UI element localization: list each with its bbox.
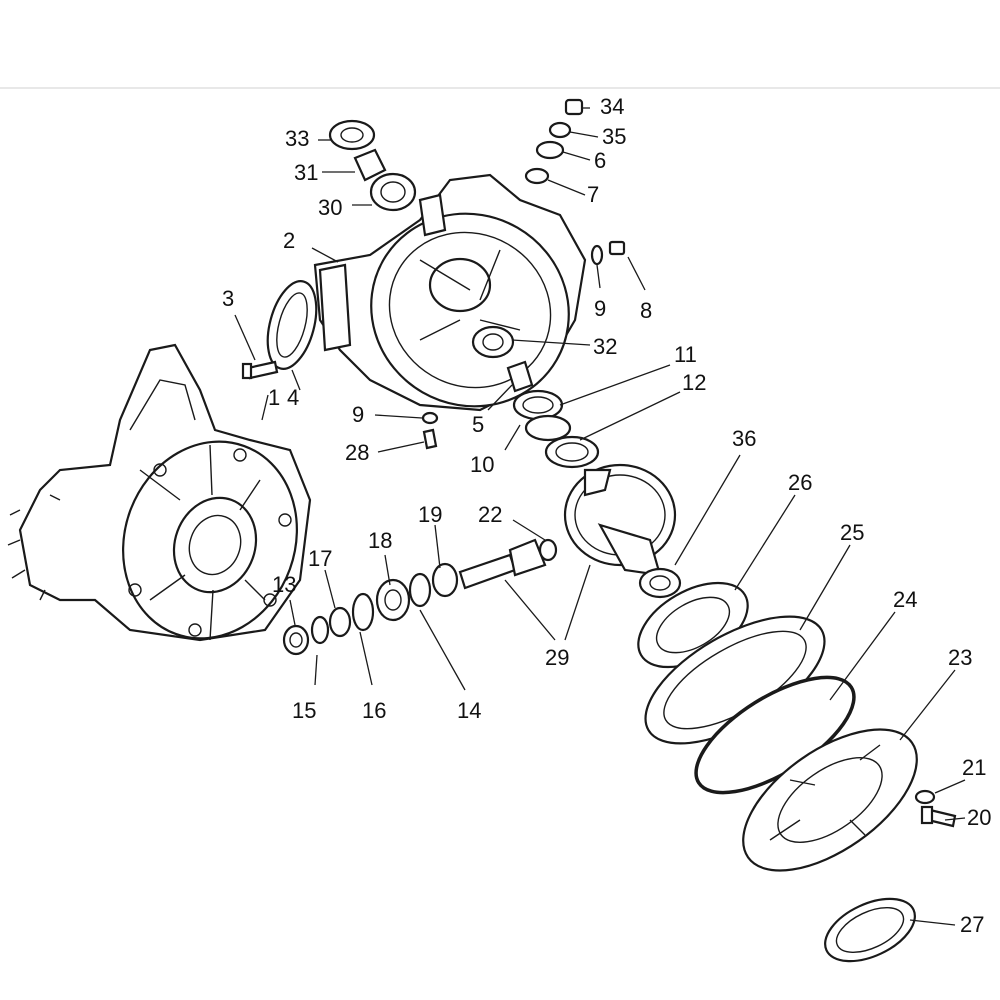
bearing-32 [471,325,534,393]
label-35: 35 [602,124,626,149]
label-9b: 9 [352,402,364,427]
label-32: 32 [593,334,617,359]
bolt-20 [914,789,957,828]
label-33: 33 [285,126,309,151]
washer-9-lower [421,411,439,450]
label-25: 25 [840,520,864,545]
breather-stack [524,98,584,185]
label-6: 6 [594,148,606,173]
bolt-3 [241,360,279,380]
label-34: 34 [600,94,624,119]
bolt-8 [590,240,626,266]
label-7: 7 [587,182,599,207]
leader-lines [234,107,966,926]
label-8: 8 [640,298,652,323]
label-23: 23 [948,645,972,670]
label-27: 27 [960,912,984,937]
label-11: 11 [674,342,697,367]
label-3: 3 [222,286,234,311]
label-24: 24 [893,587,917,612]
label-13: 13 [272,572,296,597]
pinion-stack-top [328,119,417,212]
label-12: 12 [682,370,706,395]
label-14: 14 [457,698,481,723]
label-28: 28 [345,440,369,465]
label-18: 18 [368,528,392,553]
label-31: 31 [294,160,318,185]
label-20: 20 [967,805,991,830]
label-1: 1 [268,385,280,410]
label-30: 30 [318,195,342,220]
label-19: 19 [418,502,442,527]
label-22: 22 [478,502,502,527]
label-2: 2 [283,228,295,253]
cover-23 [742,728,918,872]
label-10: 10 [470,452,494,477]
label-17: 17 [308,546,332,571]
ring-gear-29 [563,463,677,577]
label-36: 36 [732,426,756,451]
label-26: 26 [788,470,812,495]
label-15: 15 [292,698,316,723]
label-4: 4 [287,385,299,410]
bearing-36 [638,567,682,599]
carrier-housing [313,173,587,412]
label-9a: 9 [594,296,606,321]
callout-labels: 1 2 3 4 5 6 7 8 9 9 10 11 12 13 14 15 16… [222,94,991,937]
label-5: 5 [472,412,484,437]
label-21: 21 [962,755,986,780]
label-16: 16 [362,698,386,723]
gasket-4 [266,280,318,370]
label-29: 29 [545,645,569,670]
axle-housing-left [7,343,312,642]
ring-27 [824,897,916,963]
pinion-assembly [282,538,558,656]
rings-10-11-12 [512,389,600,469]
